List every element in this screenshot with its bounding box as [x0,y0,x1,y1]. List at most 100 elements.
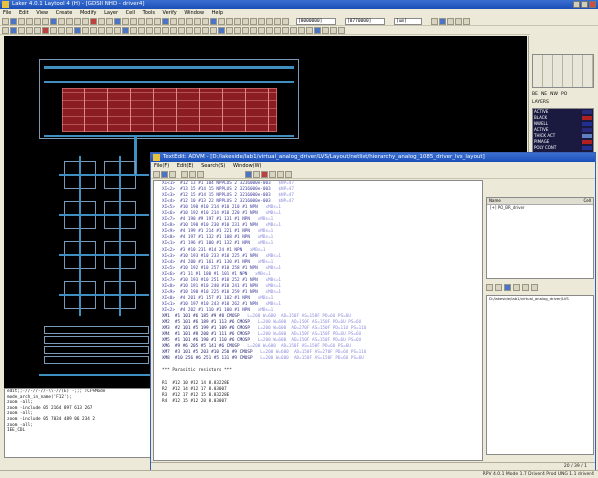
edit-q-icon[interactable] [130,26,137,34]
edit-ai-icon[interactable] [274,26,281,34]
layer-row[interactable]: ACTIVE [533,109,593,115]
pop-icon[interactable] [274,17,281,25]
coord-y-field[interactable]: [8770000] [345,17,385,25]
command-console[interactable]: edit;;-//-//-//-\\-//(E) -;;; TCF%Mode m… [4,388,154,458]
sub-d-icon[interactable] [513,284,520,291]
pan-icon[interactable] [58,17,65,25]
grid-icon[interactable] [122,17,129,25]
editor-find-icon[interactable] [245,170,252,178]
menu-modify[interactable]: Modify [79,10,97,16]
edit-aj-icon[interactable] [282,26,289,34]
editor-new-icon[interactable] [153,170,160,178]
editor-mark-icon[interactable] [277,170,284,178]
layer-list[interactable]: ACTIVE BLACK NWELL ACTIVE THICK ACT PIMA… [532,108,594,156]
menu-create[interactable]: Create [55,10,73,16]
minimize-button[interactable] [573,1,580,8]
probe-icon[interactable] [162,17,169,25]
edit-h-icon[interactable] [58,26,65,34]
editor-menu-file[interactable]: File(F) [154,163,170,169]
layer-row[interactable]: THICK ACT [533,133,593,139]
delete-icon[interactable] [90,17,97,25]
edit-k-icon[interactable] [82,26,89,34]
undo-icon[interactable] [98,17,105,25]
edit-d-icon[interactable] [26,26,33,34]
edit-p-icon[interactable] [122,26,129,34]
layer-row[interactable]: BLACK [533,115,593,121]
menu-view[interactable]: View [36,10,49,16]
tool-c-icon[interactable] [447,17,454,25]
menu-file[interactable]: File [3,10,12,16]
edit-b-icon[interactable] [10,26,17,34]
layer-row[interactable]: POLY CONT [533,145,593,151]
push-icon[interactable] [266,17,273,25]
editor-open-icon[interactable] [161,170,168,178]
editor-redo-icon[interactable] [261,170,268,178]
edit-ap-icon[interactable] [330,26,337,34]
polygon-icon[interactable] [194,17,201,25]
edit-ae-icon[interactable] [242,26,249,34]
editor-paste-icon[interactable] [197,170,204,178]
hier-icon[interactable] [138,17,145,25]
layer-tab-po[interactable]: PO [560,92,568,97]
editor-goto-icon[interactable] [269,170,276,178]
menu-tools[interactable]: Tools [142,10,155,16]
hierarchy-item[interactable]: [+] PO_BR_driver [490,205,525,210]
menu-edit[interactable]: Edit [18,10,29,16]
menu-window[interactable]: Window [184,10,205,16]
refresh-icon[interactable] [282,17,289,25]
edit-z-icon[interactable] [202,26,209,34]
measure-icon[interactable] [234,17,241,25]
zoom-out-icon[interactable] [42,17,49,25]
edit-af-icon[interactable] [250,26,257,34]
coord-x-field[interactable]: [8000000] [296,17,336,25]
fit-icon[interactable] [50,17,57,25]
edit-ak-icon[interactable] [290,26,297,34]
editor-undo-icon[interactable] [253,170,260,178]
maximize-button[interactable] [581,1,588,8]
layer-row[interactable]: NWELL [533,121,593,127]
tool-b-icon[interactable] [439,17,446,25]
edit-s-icon[interactable] [146,26,153,34]
edit-e-icon[interactable] [34,26,41,34]
edit-w-icon[interactable] [178,26,185,34]
edit-f-icon[interactable] [42,26,49,34]
edit-ah-icon[interactable] [266,26,273,34]
via-icon[interactable] [202,17,209,25]
edit-x-icon[interactable] [186,26,193,34]
edit-aq-icon[interactable] [338,26,345,34]
layer-tab-be[interactable]: BE [532,92,538,97]
menu-layer[interactable]: Layer [104,10,119,16]
menu-cell[interactable]: Cell [125,10,136,16]
edit-ac-icon[interactable] [226,26,233,34]
sub-e-icon[interactable] [522,284,529,291]
menu-verify[interactable]: Verify [162,10,177,16]
copy-icon[interactable] [82,17,89,25]
text-icon[interactable] [170,17,177,25]
edit-j-icon[interactable] [74,26,81,34]
netlist-text-area[interactable]: XI<1> #12 13 #1 104 NPPLUS 2 3216000e-00… [153,180,483,461]
move-icon[interactable] [74,17,81,25]
edit-i-icon[interactable] [66,26,73,34]
print-icon[interactable] [26,17,33,25]
editor-copy-icon[interactable] [189,170,196,178]
new-icon[interactable] [2,17,9,25]
editor-save-icon[interactable] [169,170,176,178]
tool-a-icon[interactable] [431,17,438,25]
edit-ad-icon[interactable] [234,26,241,34]
save-icon[interactable] [18,17,25,25]
path-icon[interactable] [178,17,185,25]
redo-icon[interactable] [106,17,113,25]
edit-am-icon[interactable] [306,26,313,34]
edit-n-icon[interactable] [106,26,113,34]
edit-g-icon[interactable] [50,26,57,34]
edit-al-icon[interactable] [298,26,305,34]
layer-row[interactable]: PIMAGE [533,139,593,145]
snap-icon[interactable] [242,17,249,25]
tool-d-icon[interactable] [455,17,462,25]
edit-t-icon[interactable] [154,26,161,34]
flatten-icon[interactable] [258,17,265,25]
edit-an-icon[interactable] [314,26,321,34]
edit-ab-icon[interactable] [218,26,225,34]
unit-select[interactable]: [um] [394,17,422,25]
sub-f-icon[interactable] [531,284,538,291]
